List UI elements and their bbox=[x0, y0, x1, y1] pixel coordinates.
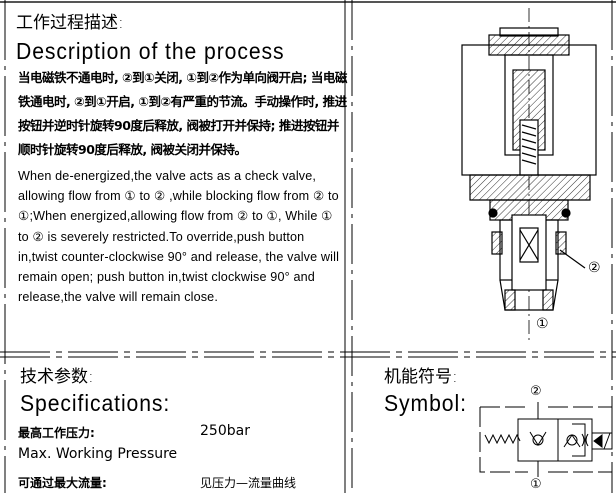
symbol-title-cn: 机能符号: bbox=[384, 367, 458, 387]
spec-max-pressure-label-cn: 最高工作压力: bbox=[18, 426, 95, 440]
valve-cross-section-drawing bbox=[461, 8, 597, 340]
spec-max-flow-value: 见压力—流量曲线 bbox=[200, 476, 297, 490]
symbol-title-en: Symbol: bbox=[384, 390, 467, 416]
spec-max-pressure-label-en: Max. Working Pressure bbox=[18, 446, 178, 462]
port-2-label: ② bbox=[588, 260, 601, 276]
port-1-label: ① bbox=[536, 316, 549, 332]
symbol-port-bottom-label: ① bbox=[530, 477, 542, 492]
specifications-title-en: Specifications: bbox=[20, 390, 171, 416]
description-text-en: When de-energized,the valve acts as a ch… bbox=[18, 169, 340, 305]
specifications-title-cn: 技术参数: bbox=[20, 367, 94, 387]
description-text-cn: 当电磁铁不通电时, ②到①关闭, ①到②作为单向阀开启; 当电磁铁通电时, ②到… bbox=[18, 70, 347, 157]
description-title-cn: 工作过程描述: bbox=[16, 13, 124, 33]
description-title-en: Description of the process bbox=[16, 38, 285, 64]
spec-max-flow-label-cn: 可通过最大流量: bbox=[18, 476, 107, 490]
symbol-port-top-label: ② bbox=[530, 384, 542, 399]
spec-max-pressure-value: 250bar bbox=[200, 423, 250, 439]
